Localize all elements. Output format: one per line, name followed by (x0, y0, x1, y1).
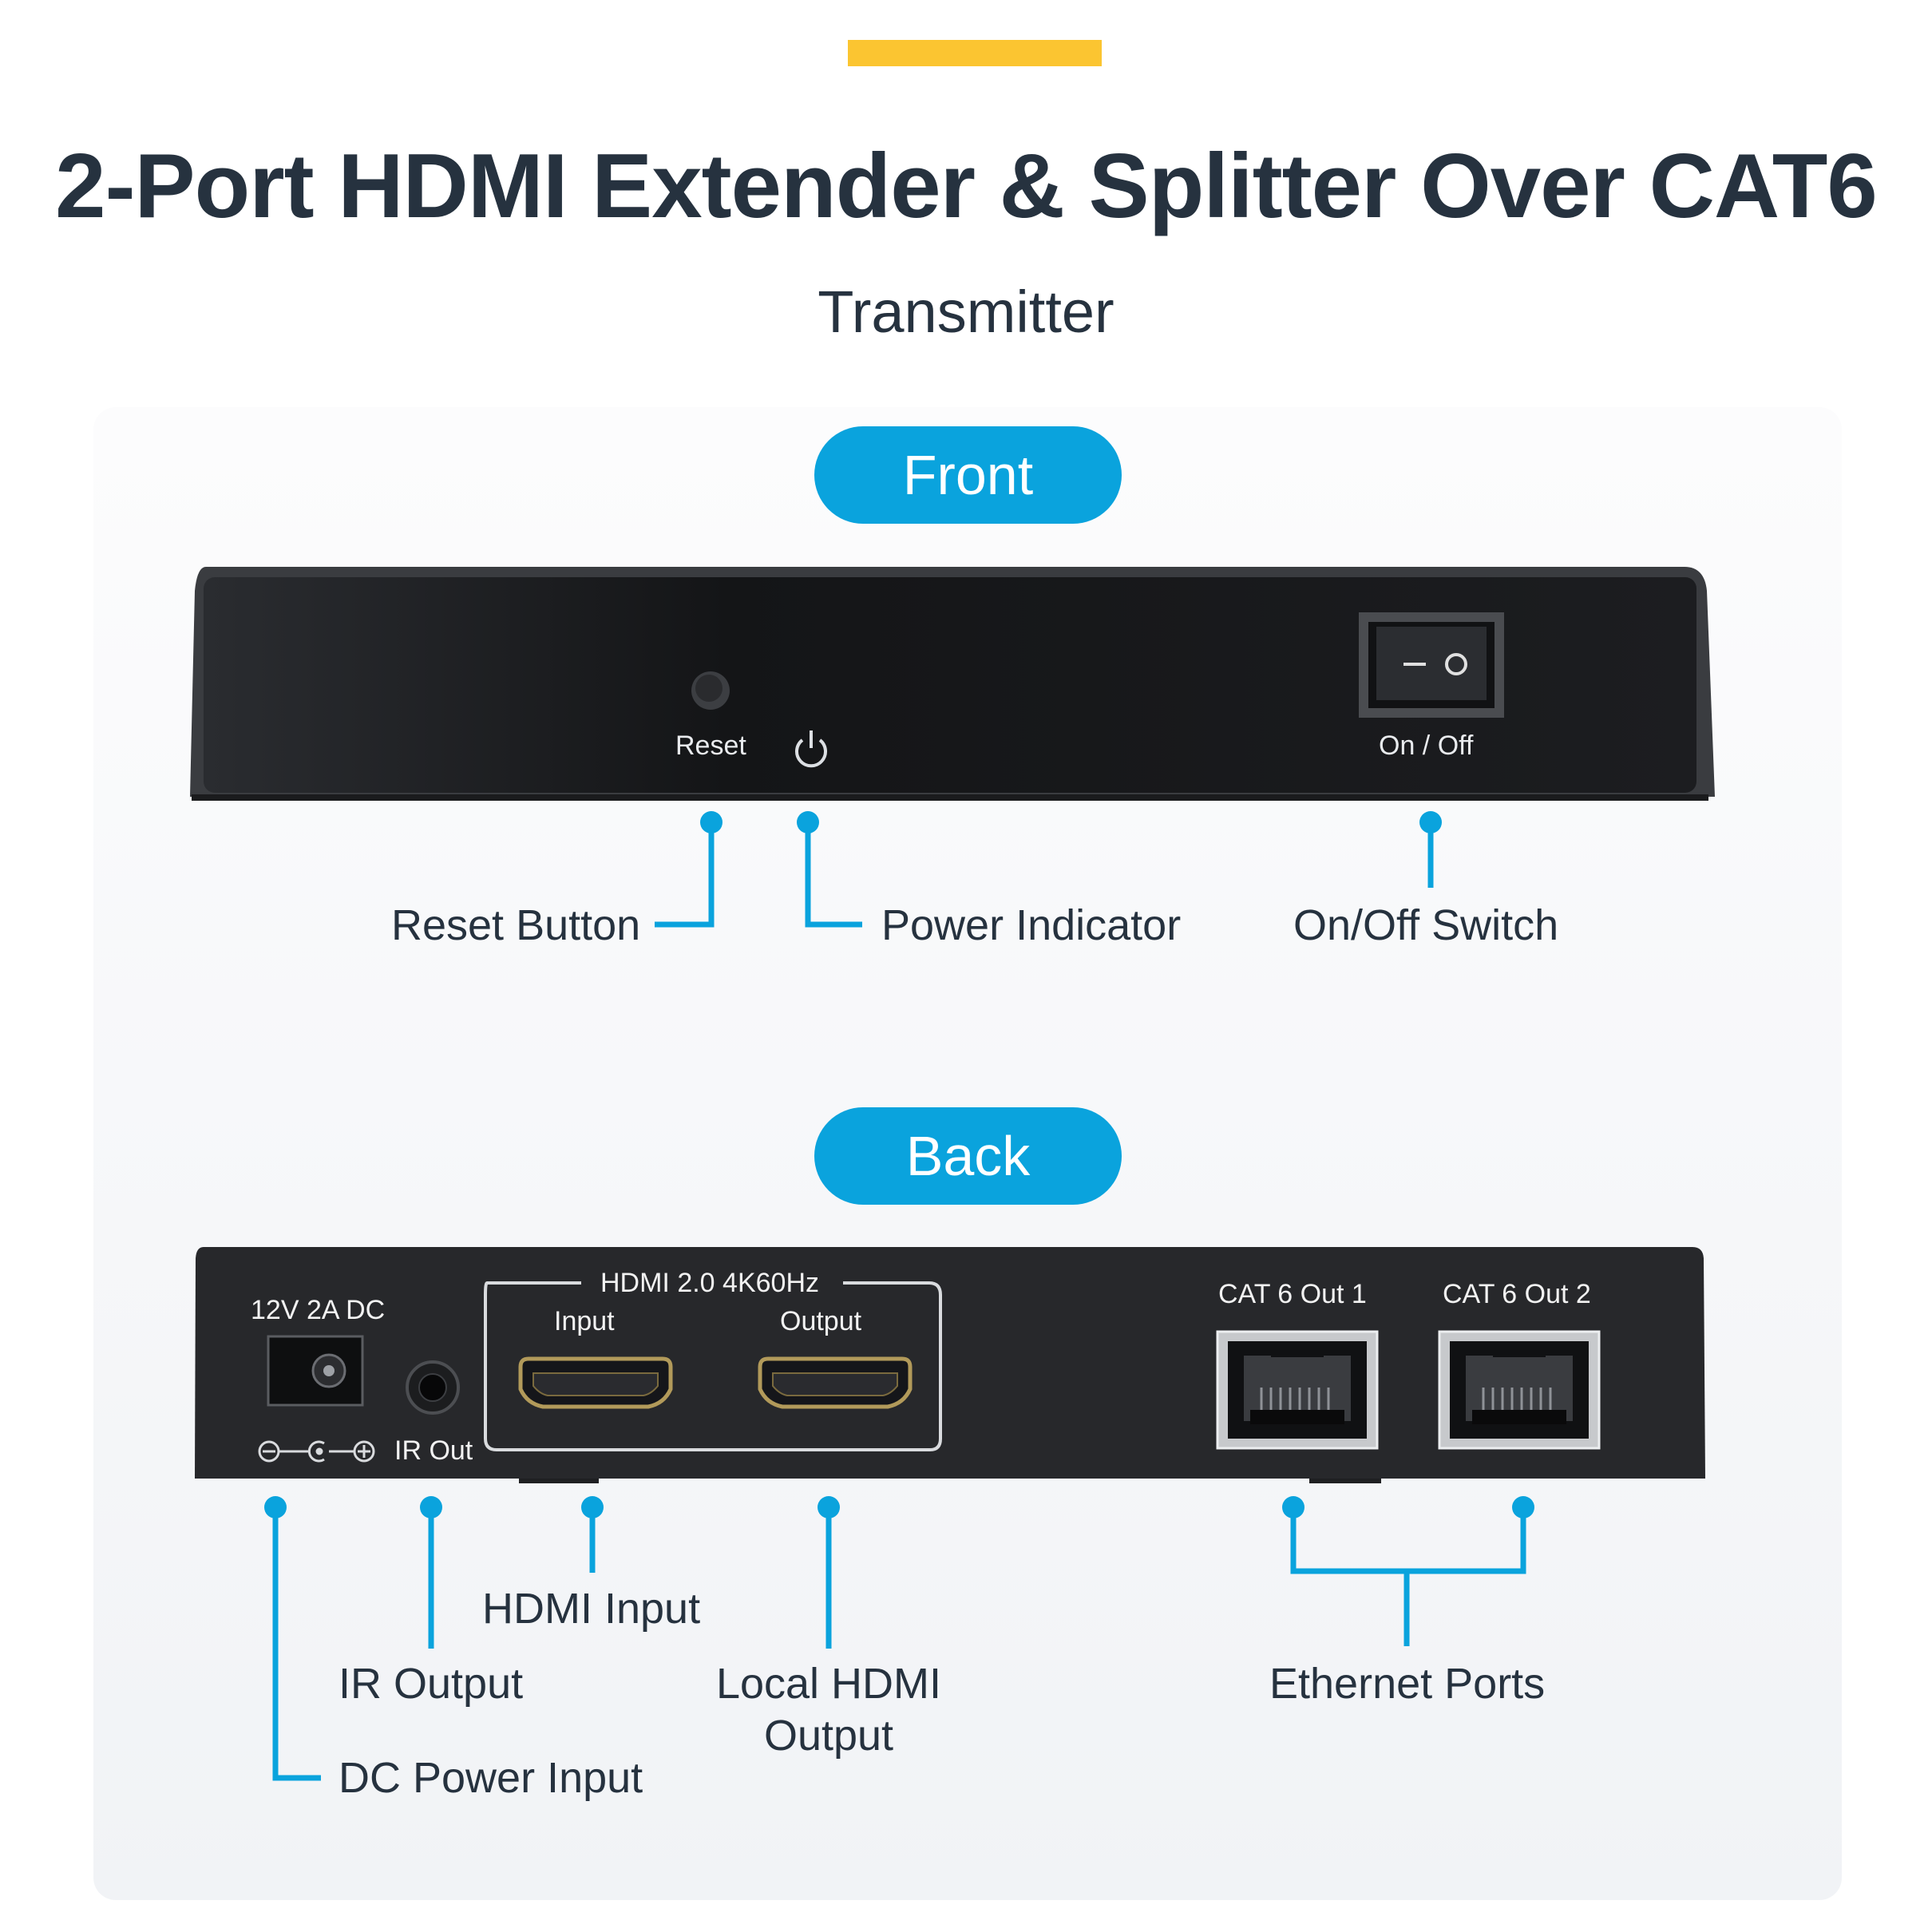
front-section-label: Front (814, 426, 1122, 524)
callout-power-indicator: Power Indicator (881, 901, 1182, 949)
callout-dc-power-input: DC Power Input (338, 1754, 643, 1802)
callout-reset-button: Reset Button (391, 901, 641, 949)
front-panel-device (190, 567, 1715, 801)
page-title: 2-Port HDMI Extender & Splitter Over CAT… (55, 136, 1878, 237)
onoff-rocker-switch[interactable] (1359, 612, 1504, 718)
rj45-port-cat6-out2[interactable] (1438, 1330, 1601, 1450)
reset-device-label: Reset (675, 730, 746, 761)
onoff-device-label: On / Off (1379, 730, 1474, 761)
hdmi-output-port[interactable] (758, 1356, 913, 1409)
callout-ir-output: IR Output (338, 1660, 524, 1708)
callout-local-hdmi-output-line2: Output (763, 1712, 894, 1760)
back-panel-device (195, 1247, 1705, 1483)
hdmi-group-label: HDMI 2.0 4K60Hz (600, 1268, 819, 1298)
callout-onoff-switch: On/Off Switch (1293, 901, 1559, 949)
hdmi-input-device-label: Input (554, 1306, 615, 1336)
callout-ethernet-ports: Ethernet Ports (1269, 1660, 1546, 1708)
cat-out2-device-label: CAT 6 Out 2 (1443, 1279, 1591, 1309)
cat-out1-device-label: CAT 6 Out 1 (1218, 1279, 1367, 1309)
callout-local-hdmi-output-line1: Local HDMI (715, 1660, 942, 1708)
hdmi-input-port[interactable] (518, 1356, 673, 1409)
dc-power-jack[interactable] (267, 1335, 364, 1407)
accent-bar (848, 40, 1102, 66)
dc-device-label: 12V 2A DC (251, 1295, 386, 1325)
ir-output-jack[interactable] (406, 1360, 460, 1415)
dc-polarity-icon (258, 1440, 375, 1463)
ir-device-label: IR Out (394, 1435, 473, 1466)
page-subtitle: Transmitter (818, 279, 1114, 345)
back-section-label: Back (814, 1107, 1122, 1205)
power-icon (795, 730, 827, 768)
rj45-port-cat6-out1[interactable] (1216, 1330, 1379, 1450)
hdmi-output-device-label: Output (780, 1306, 862, 1336)
reset-button[interactable] (691, 671, 730, 710)
callout-hdmi-input: HDMI Input (482, 1585, 701, 1633)
